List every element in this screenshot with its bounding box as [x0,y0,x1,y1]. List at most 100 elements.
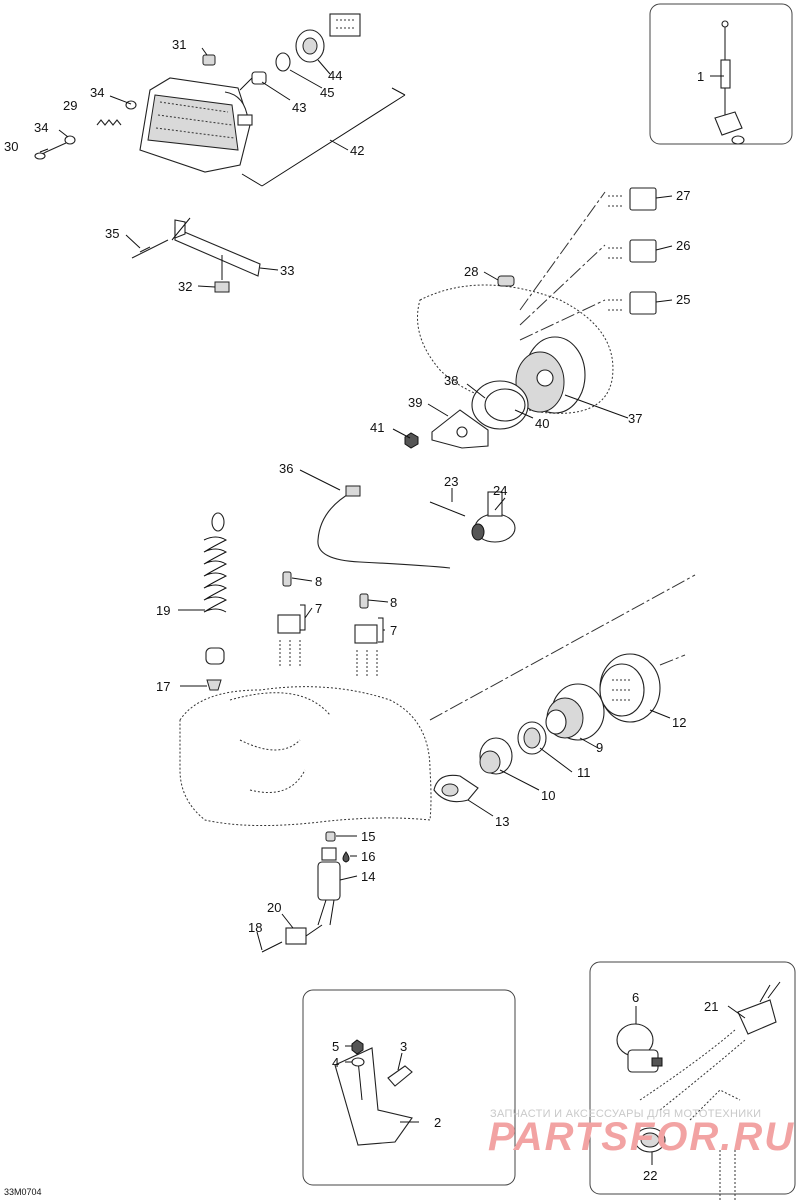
callout-19: 19 [156,603,170,618]
bracket-7-right [378,617,384,643]
callout-7a: 7 [315,601,322,616]
callout-9: 9 [596,740,603,755]
leader-ignition [429,574,696,721]
plug-28 [497,275,515,287]
callout-4: 4 [332,1055,339,1070]
dash-outline-lower [179,686,432,827]
lanyard-19 [203,512,228,665]
callout-8b: 8 [390,595,397,610]
connector-top [329,13,361,37]
switch-right [354,593,378,678]
watermark: ЗАПЧАСТИ И АКСЕССУАРЫ ДЛЯ МОТОТЕХНИКИ PA… [488,1108,795,1159]
callout-34b: 34 [34,120,48,135]
sender-1 [714,20,745,145]
terminal-18 [261,941,283,953]
callout-40: 40 [535,416,549,431]
callout-20: 20 [267,900,281,915]
bulb-43 [239,71,267,91]
cap-10 [479,737,513,775]
callout-2: 2 [434,1115,441,1130]
callout-21: 21 [704,999,718,1014]
leader-gauge [519,191,606,341]
cable-36 [317,491,451,569]
callout-29: 29 [63,98,77,113]
watermark-site: PARTSFOR.RU [488,1115,795,1159]
callout-34a: 34 [90,85,104,100]
callout-3: 3 [400,1039,407,1054]
callout-35: 35 [105,226,119,241]
valve-24 [471,491,516,543]
connector-26 [608,239,657,263]
screw-30 [34,142,67,160]
sender-14 [317,831,350,926]
callout-17: 17 [156,679,170,694]
callout-numbers: 1 2 3 4 5 6 7 7 8 8 9 10 11 12 13 14 15 … [4,37,718,1183]
callout-44: 44 [328,68,342,83]
callout-23: 23 [444,474,458,489]
callout-8a: 8 [315,574,322,589]
callout-16: 16 [361,849,375,864]
nut-5 [351,1039,364,1055]
screw-35 [131,239,169,259]
callout-38: 38 [444,373,458,388]
callout-6: 6 [632,990,639,1005]
callout-45: 45 [320,85,334,100]
callout-7b: 7 [390,623,397,638]
clip-3 [387,1065,413,1087]
figure-code: 33M0704 [4,1187,42,1197]
bracket-2 [334,1047,413,1146]
switch-left [277,571,301,668]
tie-23 [429,501,466,517]
boot-21 [737,981,781,1035]
callout-18: 18 [248,920,262,935]
inset-box-throttle [589,961,796,1195]
dash-outline-upper [417,284,614,414]
callout-30: 30 [4,139,18,154]
callout-32: 32 [178,279,192,294]
ring-22 [634,1127,666,1153]
seal-45 [275,52,291,72]
bracket-33 [171,217,261,280]
grommet-17 [206,679,222,691]
callout-25: 25 [676,292,690,307]
callout-5: 5 [332,1039,339,1054]
handle-lever [639,1029,746,1200]
inset-box-bracket [302,989,516,1186]
callout-1: 1 [697,69,704,84]
cap-44 [295,29,325,63]
callout-39: 39 [408,395,422,410]
gauge-37 [515,336,586,414]
leader-lines [39,47,746,1165]
callout-11: 11 [577,765,591,780]
callout-14: 14 [361,869,375,884]
callout-24: 24 [493,483,507,498]
washer-34a [64,135,76,145]
clip-31 [202,54,216,66]
callout-33: 33 [280,263,294,278]
callout-10: 10 [541,788,555,803]
callout-28: 28 [464,264,478,279]
seal-40 [484,388,526,422]
callout-31: 31 [172,37,186,52]
callout-22: 22 [643,1168,657,1183]
callout-36: 36 [279,461,293,476]
callout-42: 42 [350,143,364,158]
callout-12: 12 [672,715,686,730]
cable-end [345,485,361,497]
nut-32 [214,281,230,293]
callout-41: 41 [370,420,384,435]
callout-43: 43 [292,100,306,115]
headlamp-assembly [139,77,406,187]
connector-25 [608,291,657,315]
ring-11-inner [523,727,541,749]
housing-9 [545,683,605,741]
switch-12 [599,653,661,723]
watermark-tagline: ЗАПЧАСТИ И АКСЕССУАРЫ ДЛЯ МОТОТЕХНИКИ [490,1108,761,1120]
connector-20 [285,924,323,945]
inset-box-dipstick [649,3,793,145]
switch-6 [616,1023,663,1073]
nut-41 [404,432,419,449]
key-13 [433,774,479,803]
callout-27: 27 [676,188,690,203]
